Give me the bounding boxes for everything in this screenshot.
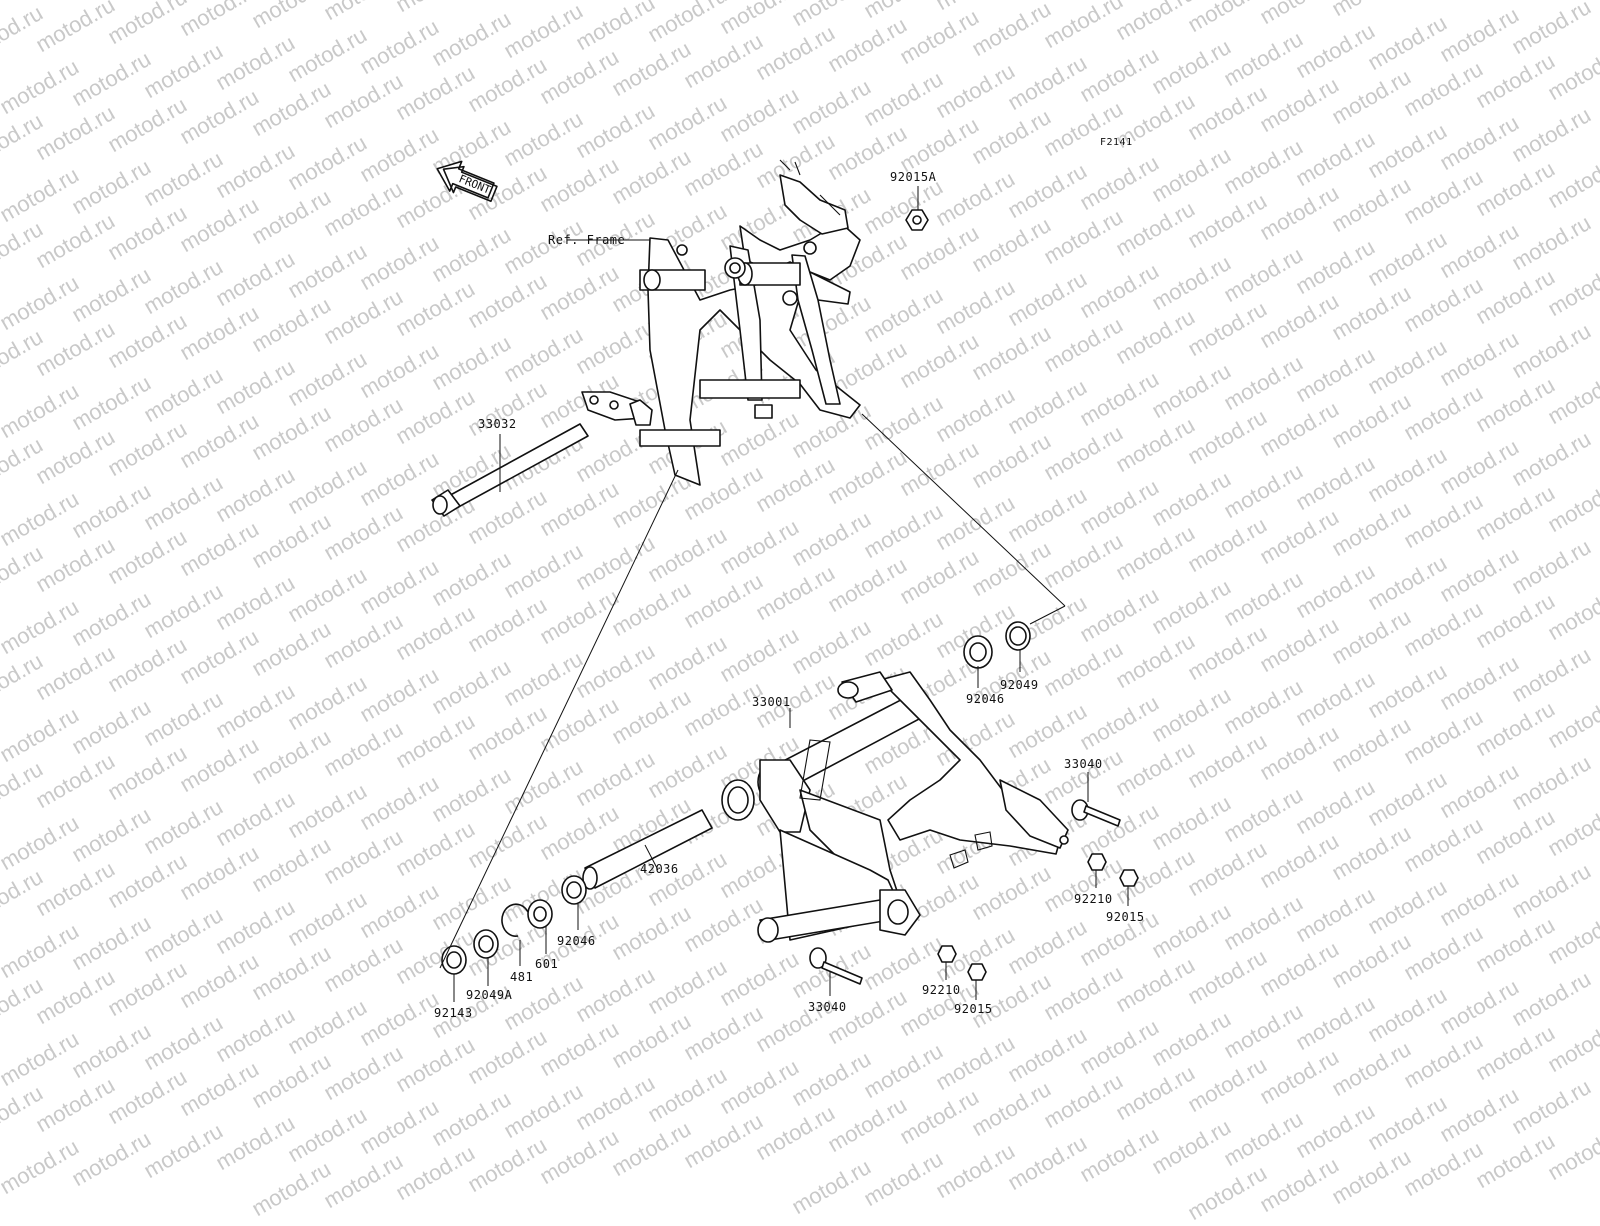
leader-lines bbox=[439, 186, 1129, 1002]
label-92015-bottom: 92015 bbox=[954, 1002, 993, 1016]
label-92015-right: 92015 bbox=[1106, 910, 1145, 924]
label-601: 601 bbox=[535, 957, 559, 971]
swingarm-drawing bbox=[721, 671, 1069, 943]
label-42036: 42036 bbox=[640, 862, 679, 876]
figure-code: F2141 bbox=[1100, 137, 1133, 148]
label-92046-left: 92046 bbox=[557, 934, 596, 948]
label-33040-right: 33040 bbox=[1064, 757, 1103, 771]
part-42036-drawing bbox=[582, 809, 713, 890]
small-parts-drawing bbox=[441, 621, 1031, 975]
label-33032: 33032 bbox=[478, 417, 517, 431]
frame-drawing bbox=[581, 159, 861, 486]
nut-drawings bbox=[937, 853, 1139, 981]
label-ref-frame: Ref. Frame bbox=[548, 233, 626, 247]
label-92210-bottom: 92210 bbox=[922, 983, 961, 997]
label-92049A: 92049A bbox=[466, 988, 513, 1002]
label-33040-bottom: 33040 bbox=[808, 1000, 847, 1014]
front-arrow: FRONT bbox=[436, 160, 498, 203]
label-481: 481 bbox=[510, 970, 534, 984]
part-33040-drawings bbox=[809, 799, 1121, 985]
label-33001: 33001 bbox=[752, 695, 791, 709]
part-92015A-drawing bbox=[905, 209, 929, 231]
label-92143: 92143 bbox=[434, 1006, 473, 1020]
label-92046-top: 92046 bbox=[966, 692, 1005, 706]
part-33032-drawing bbox=[431, 423, 589, 517]
label-92210-right: 92210 bbox=[1074, 892, 1113, 906]
diagram-drawing: FRONT bbox=[431, 159, 1139, 1002]
label-92015A: 92015A bbox=[890, 170, 937, 184]
label-92049: 92049 bbox=[1000, 678, 1039, 692]
